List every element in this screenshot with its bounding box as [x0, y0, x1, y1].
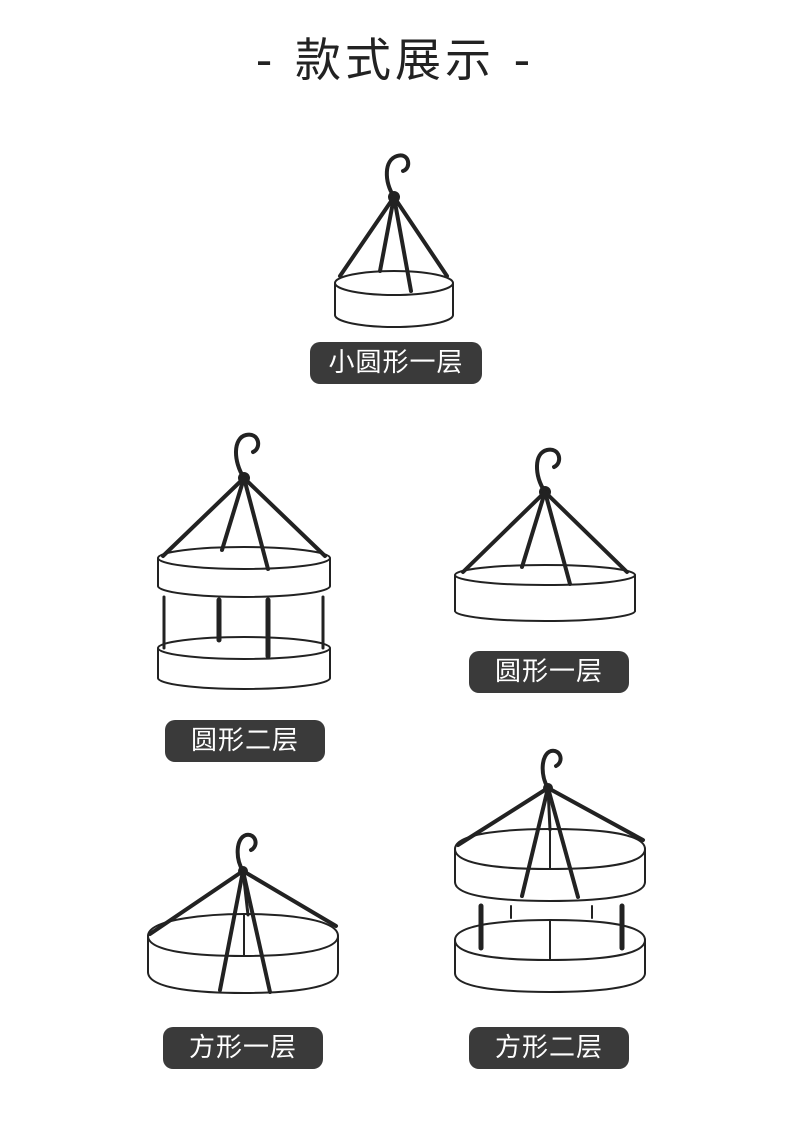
small-round-one-layer-rack-image	[335, 155, 453, 327]
style-label-small-round-one-layer: 小圆形一层	[310, 342, 482, 384]
round-two-layer-rack-image	[158, 435, 330, 689]
style-label-square-one-layer: 方形一层	[163, 1027, 323, 1069]
square-two-layer-rack-image	[455, 751, 645, 992]
style-label-round-two-layer: 圆形二层	[165, 720, 325, 762]
style-label-round-one-layer: 圆形一层	[469, 651, 629, 693]
round-one-layer-rack-image	[455, 450, 635, 621]
square-one-layer-rack-image	[148, 835, 338, 993]
style-label-square-two-layer: 方形二层	[469, 1027, 629, 1069]
page-title: - 款式展示 -	[255, 33, 535, 87]
